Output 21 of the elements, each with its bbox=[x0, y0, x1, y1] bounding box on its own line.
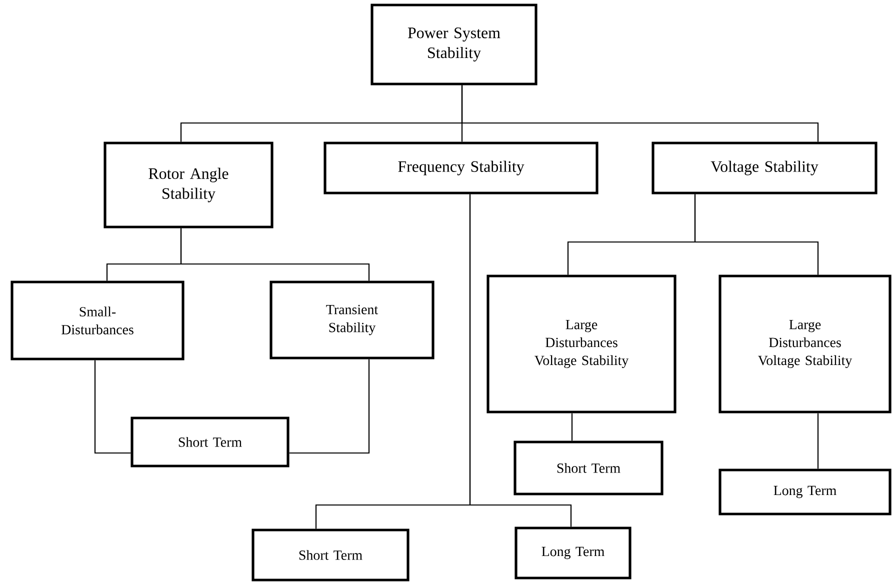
connector-line bbox=[461, 85, 819, 142]
connector-line bbox=[289, 359, 370, 454]
category-box: Short Term bbox=[130, 416, 290, 468]
connector-line bbox=[94, 360, 131, 454]
category-box: Long Term bbox=[514, 526, 632, 580]
category-box: Voltage Stability bbox=[652, 142, 878, 194]
category-box: Small- Disturbances bbox=[10, 280, 184, 360]
category-box: Rotor Angle Stability bbox=[104, 142, 274, 228]
category-box: Short Term bbox=[252, 528, 410, 582]
category-box: Short Term bbox=[514, 440, 664, 496]
category-box: Transient Stability bbox=[270, 280, 434, 360]
connector-line bbox=[180, 228, 370, 281]
connector-line bbox=[571, 413, 573, 441]
category-box: Large Disturbances Voltage Stability bbox=[718, 274, 892, 414]
connector-line bbox=[694, 194, 819, 275]
category-box: Power System Stability bbox=[370, 4, 538, 86]
category-box: Frequency Stability bbox=[324, 142, 598, 194]
category-box: Long Term bbox=[718, 468, 892, 516]
category-box: Large Disturbances Voltage Stability bbox=[486, 274, 676, 414]
connector-line bbox=[817, 413, 819, 469]
connector-line bbox=[469, 194, 572, 527]
